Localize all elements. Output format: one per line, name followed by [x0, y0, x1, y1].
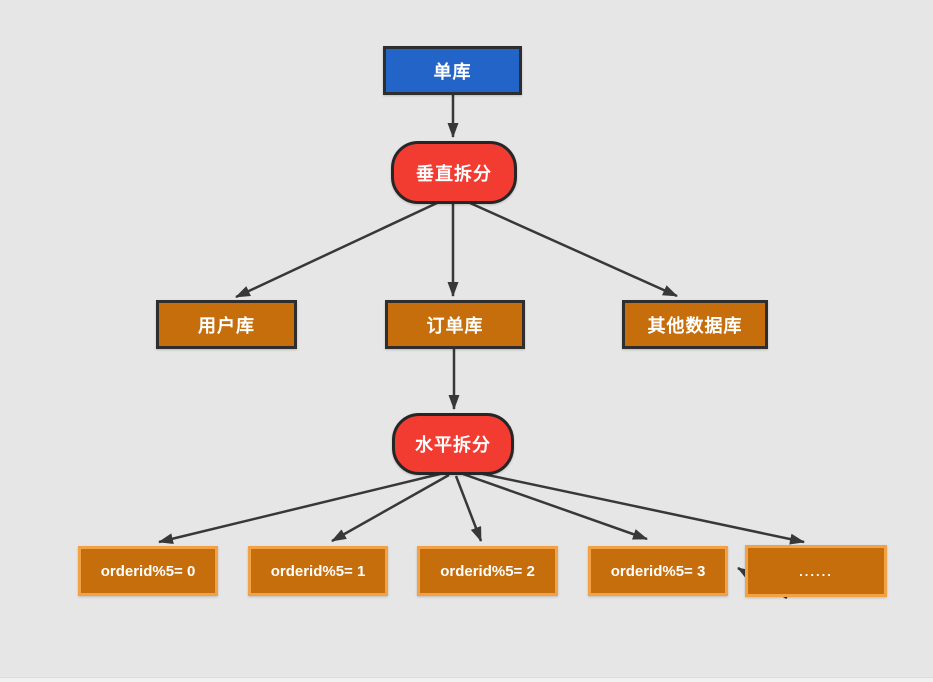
node-shard-2: orderid%5= 2: [417, 546, 558, 596]
bottom-edge-strip: [0, 677, 933, 682]
edge-horizontal-split-shard-3: [462, 472, 648, 541]
node-other-db-label: 其他数据库: [647, 315, 743, 336]
node-user-db: 用户库: [156, 300, 297, 349]
node-horizontal-split-label: 水平拆分: [415, 435, 491, 455]
node-shard-2-label: orderid%5= 2: [440, 562, 535, 580]
node-horizontal-split: 水平拆分: [392, 413, 514, 475]
edge-horizontal-split-shard-2: [454, 475, 483, 542]
node-user-db-label: 用户库: [198, 315, 255, 336]
node-vertical-split: 垂直拆分: [391, 141, 517, 204]
edge-horizontal-split-shard-more: [468, 469, 805, 545]
node-single-db-label: 单库: [433, 61, 472, 82]
node-shard-1-label: orderid%5= 1: [270, 562, 366, 580]
edge-vertical-split-user-db: [235, 201, 438, 299]
node-shard-3-label: orderid%5= 3: [610, 562, 706, 580]
node-shard-0-label: orderid%5= 0: [100, 562, 196, 580]
node-order-db: 订单库: [385, 300, 525, 349]
node-shard-more-label: ......: [799, 563, 833, 579]
edge-horizontal-split-shard-1: [331, 473, 450, 543]
node-order-db-label: 订单库: [426, 315, 484, 336]
node-single-db: 单库: [383, 46, 522, 95]
node-shard-0: orderid%5= 0: [78, 546, 218, 596]
node-shard-1: orderid%5= 1: [248, 546, 388, 596]
node-vertical-split-label: 垂直拆分: [416, 163, 492, 184]
edge-vertical-split-other-db: [469, 201, 678, 298]
node-shard-3: orderid%5= 3: [588, 546, 728, 596]
node-other-db: 其他数据库: [622, 300, 768, 349]
edge-horizontal-split-shard-0: [158, 471, 445, 545]
node-shard-more: ......: [745, 545, 887, 597]
